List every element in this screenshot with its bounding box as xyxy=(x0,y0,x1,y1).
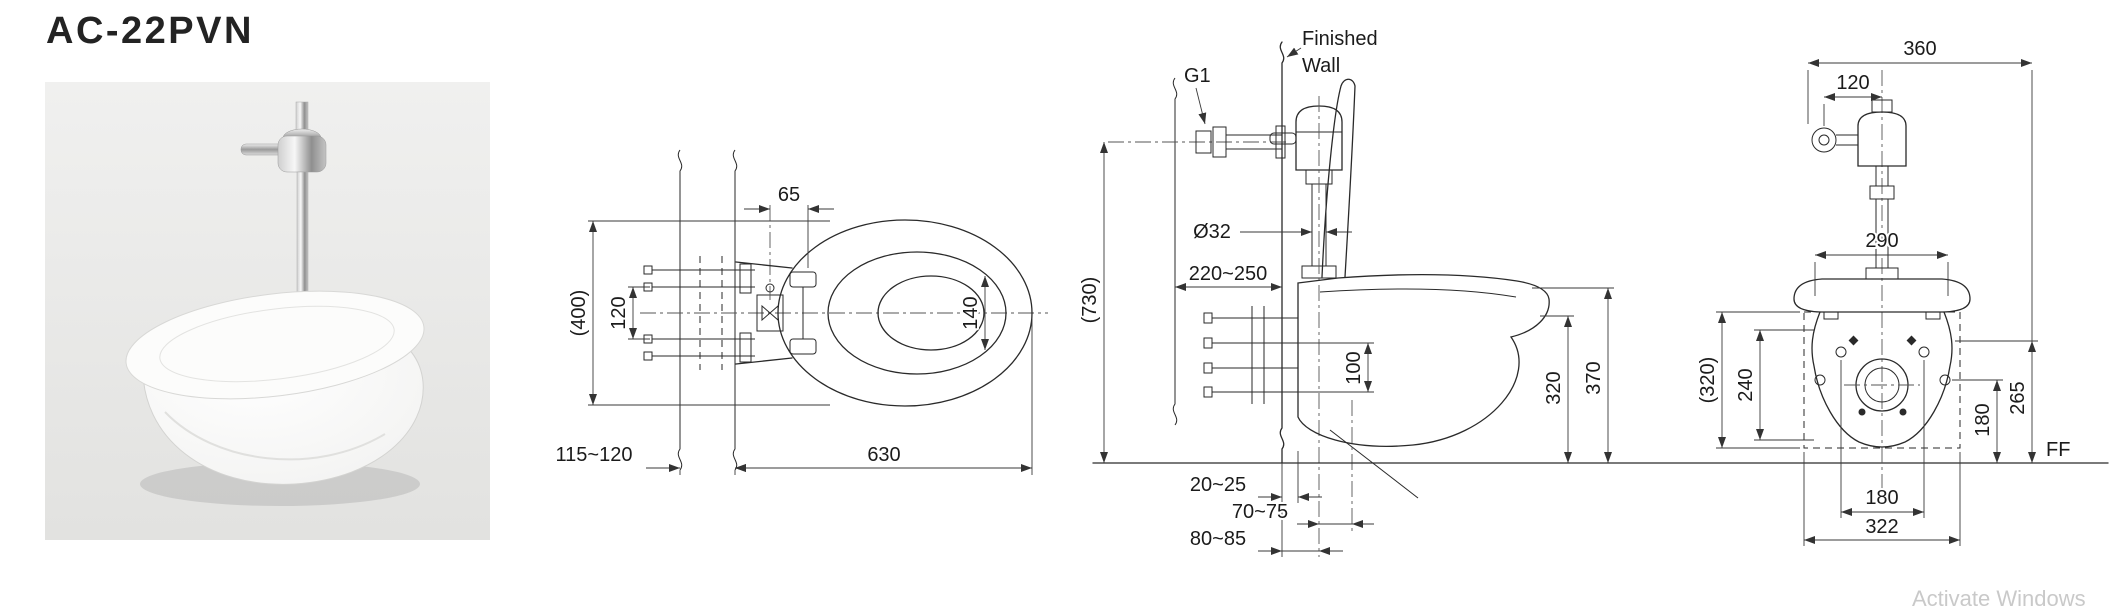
dim-320-front: (320) xyxy=(1695,311,1800,449)
dim-240-label: 240 xyxy=(1735,368,1757,401)
front-view: 360 120 290 (320) 240 180 xyxy=(1695,36,2072,546)
dim-180-bottom: 180 xyxy=(1840,360,1925,518)
dim-120-label: 120 xyxy=(608,296,630,329)
bowl-side-view xyxy=(1297,273,1550,447)
dim-630: 630 xyxy=(735,318,1033,475)
dim-140: 140 xyxy=(958,276,989,350)
dim-320-label: 320 xyxy=(1543,371,1565,404)
dim-265-label: 265 xyxy=(2007,381,2029,414)
dim-322-label: 322 xyxy=(1865,516,1898,538)
dim-180-bottom-label: 180 xyxy=(1865,487,1898,509)
finished-wall-line xyxy=(1279,41,1285,464)
drain-leader xyxy=(1329,429,1419,499)
dim-100: 100 xyxy=(1298,342,1374,393)
dim-70-75-label: 70~75 xyxy=(1232,501,1288,523)
mounting-bolts xyxy=(643,256,755,370)
page-title: AC-22PVN xyxy=(46,10,254,52)
dim-80-85-label: 80~85 xyxy=(1190,528,1246,550)
wall-section xyxy=(677,149,738,471)
dim-115-120: 115~120 xyxy=(554,442,769,475)
top-view: 65 (400) 120 140 115~120 630 xyxy=(554,149,1048,475)
carrier-bolts xyxy=(1203,306,1298,404)
dim-65-label: 65 xyxy=(778,184,800,206)
dim-220-250-label: 220~250 xyxy=(1189,263,1267,285)
dim-100-label: 100 xyxy=(1343,351,1365,384)
dim-80-85: 80~85 xyxy=(1188,526,1343,555)
wall-label: Wall xyxy=(1302,55,1340,77)
dim-120-front: 120 xyxy=(1823,70,1882,126)
dim-20-25-label: 20~25 xyxy=(1190,474,1246,496)
toilet-lid-open xyxy=(1321,78,1356,278)
dia32-dim: Ø32 xyxy=(1191,219,1352,245)
finished-wall-label: Finished Wall xyxy=(1286,26,1380,79)
dim-20-25: 20~25 xyxy=(1188,451,1322,557)
dim-240: 240 xyxy=(1733,329,1814,441)
supply-inlet xyxy=(1108,125,1290,159)
dim-320-front-label: (320) xyxy=(1697,357,1719,404)
dim-360-label: 360 xyxy=(1903,38,1936,60)
side-view: Finished Wall G1 Ø32 xyxy=(1077,26,2109,557)
dim-220-250: 220~250 xyxy=(1175,261,1282,291)
mounting-frame xyxy=(1803,311,1961,449)
dim-180-right-label: 180 xyxy=(1972,403,1994,436)
dim-115-120-label: 115~120 xyxy=(556,444,633,466)
dim-180-right: 180 xyxy=(1952,379,2003,463)
dim-290-label: 290 xyxy=(1865,230,1898,252)
dia32-label: Ø32 xyxy=(1193,221,1231,243)
dim-370: 370 xyxy=(1532,287,1614,463)
dim-320: 320 xyxy=(1540,315,1574,463)
bowl-front-view xyxy=(1803,311,1961,449)
dim-120: 120 xyxy=(606,286,650,340)
dim-65: 65 xyxy=(744,182,834,268)
dim-140-label: 140 xyxy=(960,296,982,329)
dim-322: 322 xyxy=(1803,452,1961,546)
finished-label: Finished xyxy=(1302,28,1378,50)
flush-valve-front xyxy=(1811,99,1907,280)
dim-730: (730) xyxy=(1077,142,1108,463)
dim-400-label: (400) xyxy=(568,290,590,337)
break-line xyxy=(1172,77,1178,426)
ff-label: FF xyxy=(2046,439,2070,461)
spud-fitting xyxy=(756,205,784,332)
bolt-holes xyxy=(1814,335,1951,416)
product-photo-render xyxy=(45,82,490,540)
product-photo xyxy=(45,82,490,540)
dim-70-75: 70~75 xyxy=(1230,499,1374,528)
g1-text: G1 xyxy=(1184,65,1211,87)
dim-400: (400) xyxy=(566,220,830,406)
dim-290: 290 xyxy=(1814,228,1949,296)
wall-hung-toilet xyxy=(125,290,425,485)
bowl-top-view xyxy=(735,219,1033,407)
dim-370-label: 370 xyxy=(1583,361,1605,394)
dim-265: 265 xyxy=(1955,340,2038,463)
flush-valve-side xyxy=(1269,96,1343,557)
dim-730-label: (730) xyxy=(1079,277,1101,324)
g1-label: G1 xyxy=(1182,63,1213,125)
dim-360: 360 xyxy=(1807,36,2033,341)
dim-630-label: 630 xyxy=(867,444,900,466)
activate-windows-watermark: Activate Windows xyxy=(1912,586,2086,611)
dim-120-front-label: 120 xyxy=(1836,72,1869,94)
